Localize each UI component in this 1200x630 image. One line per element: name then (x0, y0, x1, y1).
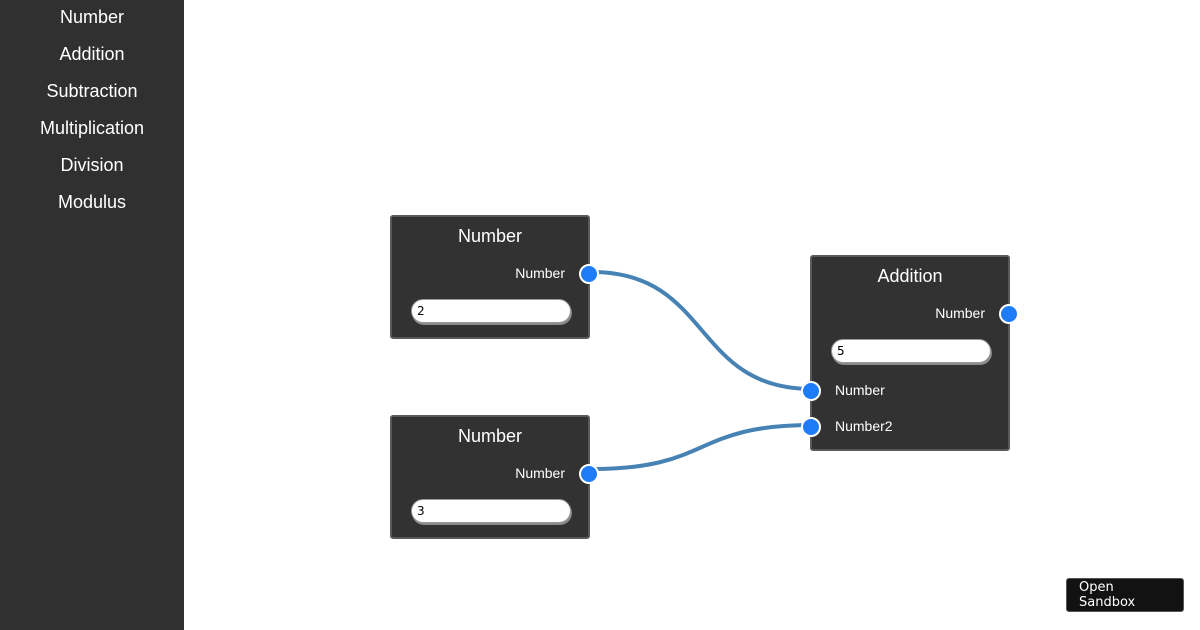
input-port-row: Number (801, 373, 1008, 409)
output-port-row: Number (392, 256, 599, 292)
sidebar-item-multiplication[interactable]: Multiplication (39, 118, 145, 138)
input-port-label: Number2 (835, 418, 893, 434)
open-sandbox-button[interactable]: Open Sandbox (1066, 578, 1184, 612)
addition-node[interactable]: Addition Number Number Number2 (801, 255, 1019, 451)
sidebar-item-addition[interactable]: Addition (59, 44, 125, 64)
node-editor-canvas[interactable] (184, 0, 1200, 630)
node-title: Addition (877, 266, 943, 286)
sidebar-item-modulus[interactable]: Modulus (57, 192, 127, 212)
number-value-input[interactable] (411, 299, 571, 323)
sidebar: Number Addition Subtraction Multiplicati… (0, 0, 184, 630)
output-port-label: Number (515, 265, 565, 281)
output-port-row: Number (812, 296, 1019, 332)
output-port-label: Number (515, 465, 565, 481)
number-value-input[interactable] (411, 499, 571, 523)
number-node[interactable]: Number Number (390, 415, 599, 539)
result-value-input[interactable] (831, 339, 991, 363)
output-port[interactable] (999, 304, 1019, 324)
node-type-list: Number Addition Subtraction Multiplicati… (0, 0, 184, 228)
node-title: Number (457, 226, 523, 246)
input-port[interactable] (801, 417, 821, 437)
output-port-row: Number (392, 456, 599, 492)
output-port[interactable] (579, 464, 599, 484)
input-port-label: Number (835, 382, 885, 398)
sidebar-item-division[interactable]: Division (60, 155, 124, 175)
number-node[interactable]: Number Number (390, 215, 599, 339)
node-title: Number (457, 426, 523, 446)
input-port[interactable] (801, 381, 821, 401)
input-port-row: Number2 (801, 409, 1008, 445)
output-port-label: Number (935, 305, 985, 321)
output-port[interactable] (579, 264, 599, 284)
sidebar-item-number[interactable]: Number (59, 7, 125, 27)
sidebar-item-subtraction[interactable]: Subtraction (46, 81, 138, 101)
